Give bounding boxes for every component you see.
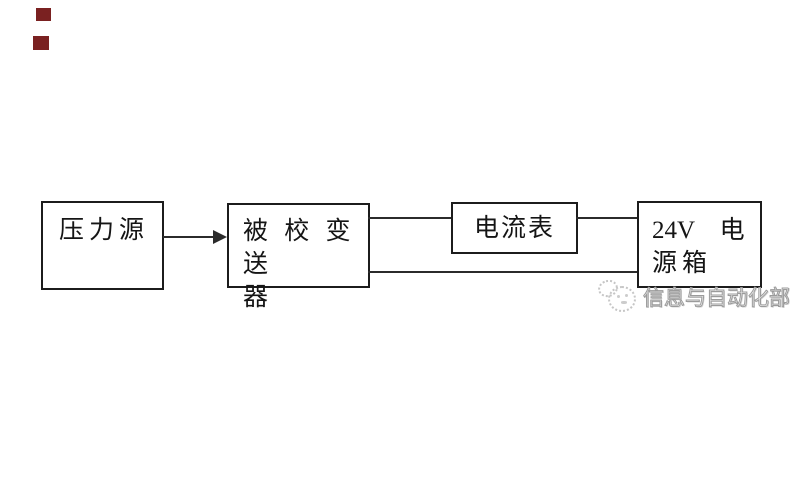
watermark-logo-circle bbox=[608, 286, 636, 312]
watermark-logo-icon bbox=[595, 276, 643, 316]
arrow-head-icon bbox=[213, 230, 227, 244]
box-pressure-source-label: 压力源 bbox=[59, 217, 150, 244]
box-power-label-line2: 源箱 bbox=[652, 250, 713, 277]
wire-ammeter-to-power-box bbox=[576, 217, 639, 219]
box-ammeter-label: 电流表 bbox=[473, 214, 555, 242]
watermark-logo-dot bbox=[625, 294, 628, 297]
box-ammeter: 电流表 bbox=[451, 202, 578, 254]
box-transmitter-under-calibration: 被 校 变 送 器 bbox=[227, 203, 370, 311]
red-marker-square-bottom bbox=[33, 36, 49, 50]
box-power-label-line1: 24V 电 bbox=[652, 217, 745, 244]
box-pressure-source: 压力源 bbox=[41, 201, 164, 290]
watermark-text: 信息与自动化部 bbox=[643, 287, 791, 311]
wire-transmitter-to-ammeter bbox=[368, 217, 453, 219]
watermark-logo-dot bbox=[621, 301, 627, 304]
red-marker-square-top bbox=[36, 8, 51, 21]
box-24v-power-supply: 24V 电 源箱 bbox=[637, 201, 762, 288]
watermark-logo-dot bbox=[617, 295, 620, 298]
wire-transmitter-to-power-box bbox=[368, 271, 639, 273]
box-transmitter-label-line2: 器 bbox=[243, 284, 269, 311]
watermark: 信息与自动化部 bbox=[595, 276, 791, 316]
box-transmitter-label-line1: 被 校 变 送 bbox=[243, 218, 356, 278]
arrow-shaft bbox=[163, 236, 216, 238]
